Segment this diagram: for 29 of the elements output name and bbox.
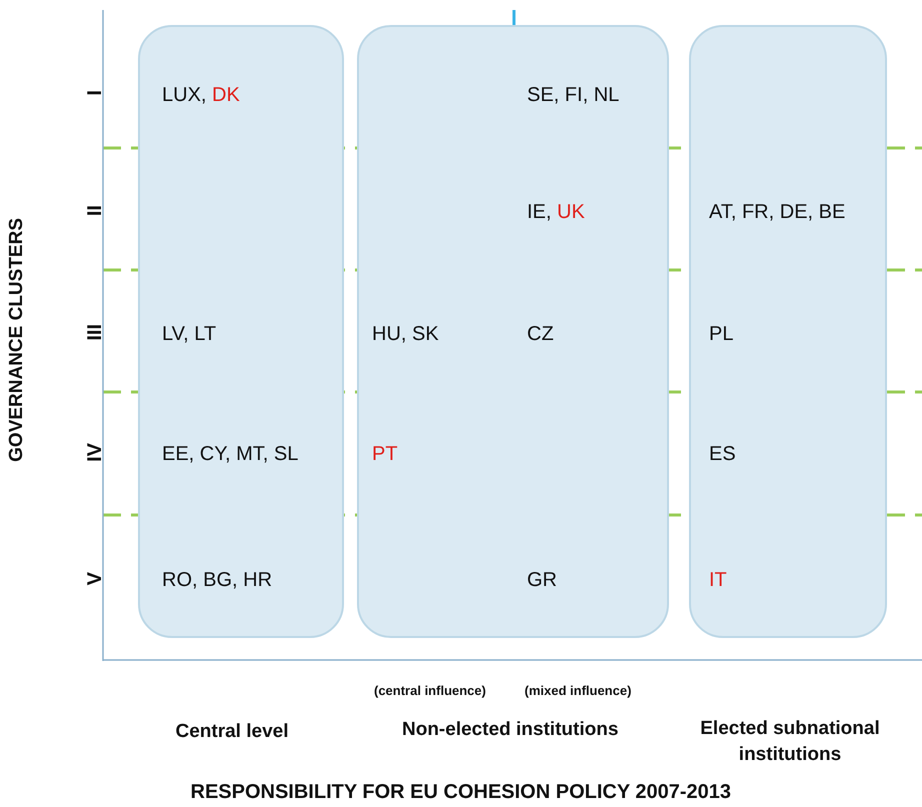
- rounded-column-panel: [357, 25, 669, 638]
- row-numeral: I: [84, 90, 107, 96]
- country-codes: LUX, DK: [162, 83, 240, 107]
- rounded-column-panel: [689, 25, 887, 638]
- row-numeral: V: [84, 572, 107, 585]
- country-codes: ES: [709, 442, 736, 466]
- country-codes: GR: [527, 568, 557, 592]
- country-codes: PT: [372, 442, 398, 466]
- axis-title: RESPONSIBILITY FOR EU COHESION POLICY 2007-2013: [190, 780, 732, 804]
- country-codes: IE, UK: [527, 200, 585, 224]
- column-label: Non-elected institutions: [402, 719, 618, 741]
- country-codes: EE, CY, MT, SL: [162, 442, 298, 466]
- country-codes: HU, SK: [372, 322, 439, 346]
- column-label: Central level: [176, 721, 288, 743]
- rounded-column-panel: [138, 25, 344, 638]
- column-label: Elected subnational institutions: [699, 717, 881, 767]
- column-note: (mixed influence): [524, 682, 632, 698]
- country-codes: IT: [709, 568, 727, 592]
- axis-title: GOVERNANCE CLUSTERS: [6, 218, 28, 462]
- row-numeral: II: [84, 204, 107, 216]
- country-codes: LV, LT: [162, 322, 216, 346]
- country-codes: CZ: [527, 322, 554, 346]
- row-numeral: III: [84, 324, 107, 340]
- row-numeral: IV: [84, 442, 107, 462]
- country-codes: AT, FR, DE, BE: [709, 200, 846, 224]
- column-note: (central influence): [374, 682, 486, 698]
- country-codes: RO, BG, HR: [162, 568, 272, 592]
- country-codes: PL: [709, 322, 734, 346]
- country-codes: SE, FI, NL: [527, 83, 620, 107]
